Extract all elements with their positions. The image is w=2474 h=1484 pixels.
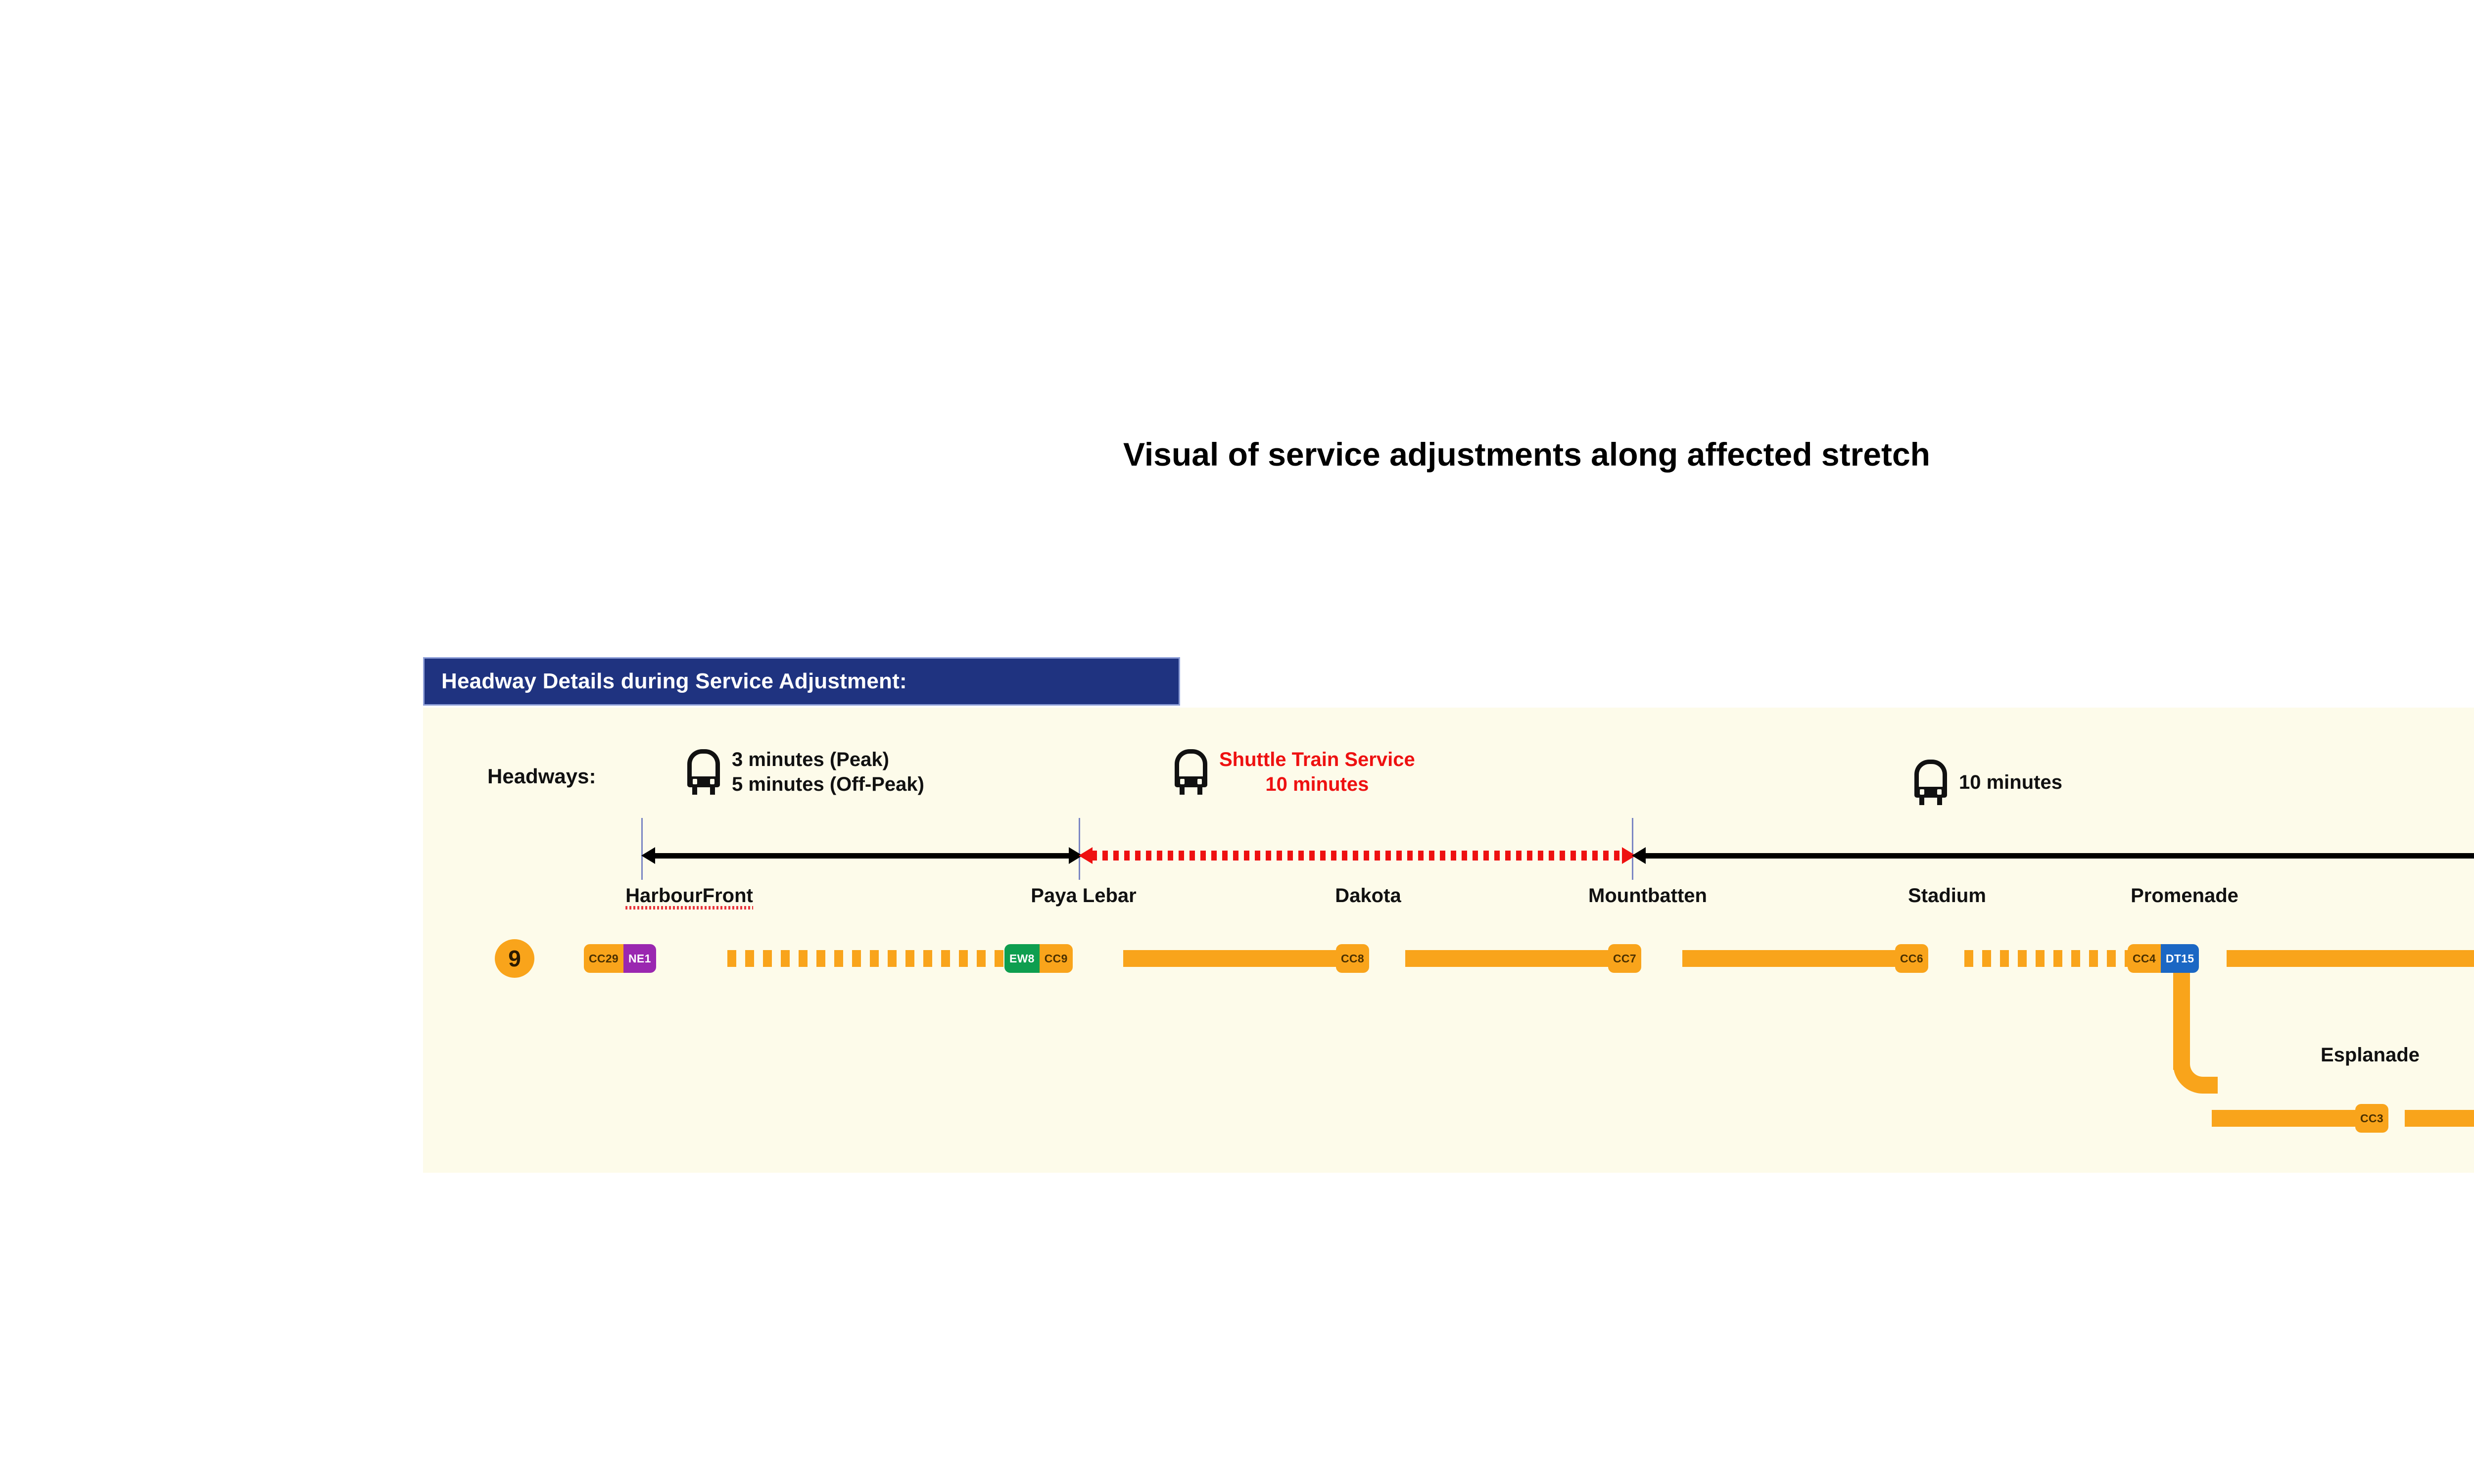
station-payalebar[interactable]: EW8 CC9: [1004, 944, 1073, 973]
arrow-shaft: [1092, 851, 1623, 861]
endcap-left-main: 9: [495, 939, 534, 978]
station-esplanade[interactable]: CC3: [2355, 1104, 2388, 1133]
arrow-head-left-icon: [641, 847, 655, 864]
shuttle-headway-text: 10 minutes: [1265, 773, 1369, 795]
station-label-stadium: Stadium: [1908, 885, 1986, 907]
segment-promenade-bayfront: [2227, 950, 2474, 967]
station-label-mountbatten: Mountbatten: [1588, 885, 1707, 907]
station-promenade[interactable]: CC4 DT15: [2128, 944, 2199, 973]
code-chip: DT15: [2160, 944, 2199, 973]
station-label-text: Dakota: [1335, 885, 1401, 907]
station-mountbatten[interactable]: CC7: [1608, 944, 1641, 973]
station-label-text: Esplanade: [2320, 1044, 2420, 1066]
arrow-harbourfront-payalebar: [641, 847, 1083, 864]
headway-offpeak-text: 5 minutes (Off-Peak): [732, 773, 924, 795]
shuttle-service-text: Shuttle Train Service: [1219, 749, 1415, 770]
station-label-text: Stadium: [1908, 885, 1986, 907]
station-dakota[interactable]: CC8: [1336, 944, 1369, 973]
arrow-head-left-icon: [1632, 847, 1646, 864]
panel-header: Headway Details during Service Adjustmen…: [423, 657, 1180, 706]
station-label-dakota: Dakota: [1335, 885, 1401, 907]
station-label-text: Promenade: [2131, 885, 2238, 907]
code-chip: CC7: [1608, 944, 1641, 973]
code-chip: CC4: [2128, 944, 2161, 973]
segment-branch-to-esplanade: [2212, 1110, 2360, 1127]
headway-peak-text: 3 minutes (Peak): [732, 749, 889, 770]
station-label-esplanade: Esplanade: [2321, 1044, 2420, 1066]
panel-header-title: Headway Details during Service Adjustmen…: [441, 669, 907, 693]
station-label-text: Paya Lebar: [1031, 885, 1137, 907]
headway-ten-text: 10 minutes: [1959, 771, 2062, 793]
code-chip: CC3: [2355, 1104, 2388, 1133]
segment-mountbatten-stadium: [1682, 950, 1895, 967]
diagram-panel: [423, 708, 2474, 1173]
code-chip: EW8: [1004, 944, 1040, 973]
station-label-promenade: Promenade: [2131, 885, 2238, 907]
code-chip: CC6: [1895, 944, 1928, 973]
headway-group-peak: 3 minutes (Peak) 5 minutes (Off-Peak): [685, 747, 924, 797]
headway-group-shuttle: Shuttle Train Service 10 minutes: [1173, 747, 1415, 797]
segment-harbourfront-payalebar: [727, 950, 1004, 967]
train-icon: [685, 749, 722, 795]
headway-group-ten: 10 minutes: [1912, 760, 2062, 805]
station-harbourfront[interactable]: CC29 NE1: [584, 944, 656, 973]
train-icon: [1912, 760, 1949, 805]
code-chip: CC29: [584, 944, 624, 973]
code-chip: CC9: [1039, 944, 1073, 973]
headways-label: Headways:: [487, 765, 596, 788]
code-chip: CC8: [1336, 944, 1369, 973]
arrow-shaft: [1645, 853, 2474, 859]
station-label-text: HarbourFront: [625, 885, 753, 907]
code-chip: NE1: [623, 944, 656, 973]
arrow-head-left-icon: [1079, 847, 1093, 864]
segment-dakota-mountbatten: [1405, 950, 1608, 967]
train-icon: [1173, 749, 1209, 795]
page-title: Visual of service adjustments along affe…: [0, 435, 2474, 473]
arrow-mountbatten-marinabay: [1632, 847, 2474, 864]
arrow-payalebar-mountbatten: [1079, 847, 1636, 864]
arrow-shaft: [654, 853, 1070, 859]
station-stadium[interactable]: CC6: [1895, 944, 1928, 973]
station-label-harbourfront: HarbourFront: [625, 885, 753, 910]
segment-esplanade-brasbasah: [2405, 1110, 2474, 1127]
station-label-text: Mountbatten: [1588, 885, 1707, 907]
segment-stadium-promenade: [1964, 950, 2128, 967]
station-label-payalebar: Paya Lebar: [1031, 885, 1136, 907]
spellcheck-underline: [625, 906, 753, 910]
segment-payalebar-dakota: [1123, 950, 1336, 967]
page-title-text: Visual of service adjustments along affe…: [1123, 436, 1930, 473]
